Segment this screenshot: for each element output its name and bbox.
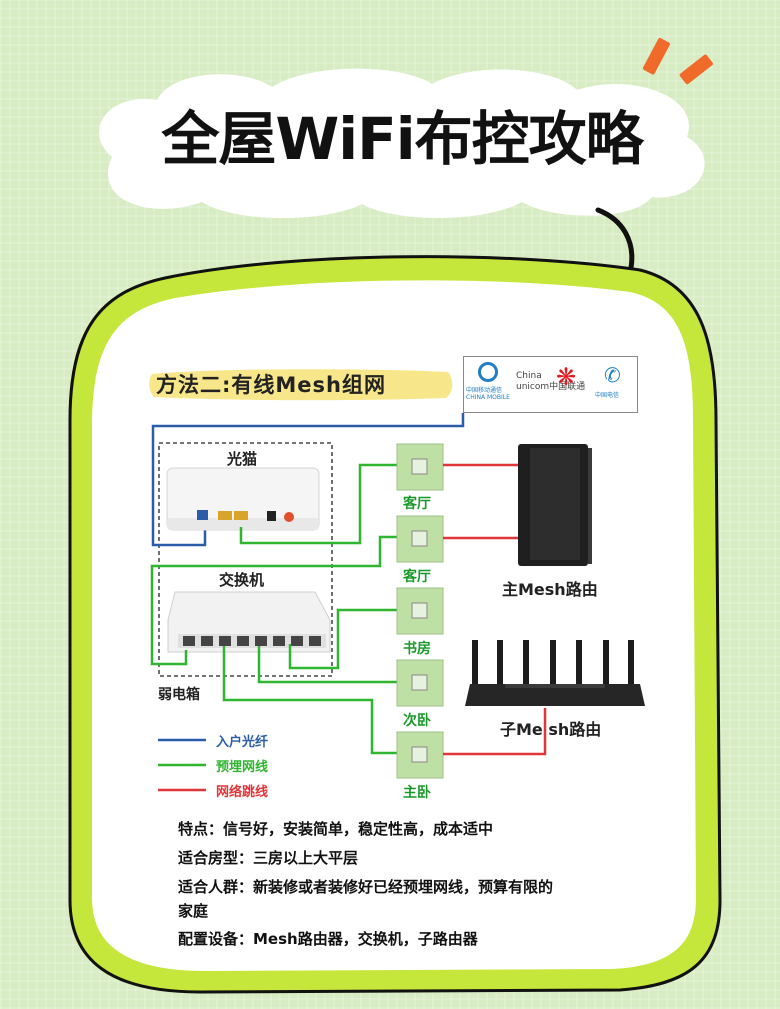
cable-switch-to-second xyxy=(257,646,398,684)
legend-cable-label: 预埋网线 xyxy=(216,760,269,775)
telecom-cn: 中国电信 xyxy=(595,392,620,399)
fiber-line xyxy=(151,413,465,547)
jumper-lines xyxy=(443,463,547,756)
weak-current-box-outline xyxy=(158,442,333,677)
china-unicom-logo: China unicom中国联通 ❋ xyxy=(514,357,594,412)
room-label-3: 书房 xyxy=(403,641,431,657)
cable-switch-to-study xyxy=(288,608,398,670)
jumper-sub xyxy=(443,708,547,756)
china-unicom-text: China unicom中国联通 xyxy=(516,371,585,393)
china-mobile-cn: 中国移动通信 xyxy=(466,387,503,394)
wall-panel-3 xyxy=(396,587,444,635)
china-mobile-text: 中国移动通信 CHINA MOBILE xyxy=(466,387,510,401)
unicom-knot-icon: ❋ xyxy=(556,363,577,391)
switch-ports xyxy=(183,636,321,646)
room-label-2: 客厅 xyxy=(403,569,431,585)
wall-panel-1 xyxy=(396,443,444,491)
cable-switch-to-modem xyxy=(150,535,398,666)
info-equipment: 配置设备：Mesh路由器，交换机，子路由器 xyxy=(178,930,478,948)
cable-modem-to-livingroom1 xyxy=(239,463,398,545)
page-title: 全屋WiFi布控攻略 xyxy=(161,105,643,173)
room-label-4: 次卧 xyxy=(403,713,431,729)
unicom-line1: China xyxy=(516,371,542,381)
china-telecom-text: 中国电信 xyxy=(595,390,619,399)
modem-lan-port-2 xyxy=(234,511,248,520)
wall-panels xyxy=(396,443,444,779)
china-mobile-en: CHINA MOBILE xyxy=(466,394,510,401)
accent-stroke-1 xyxy=(642,37,670,75)
method-title-highlight xyxy=(149,369,453,401)
modem-label: 光猫 xyxy=(227,450,258,468)
legend-jumper-label: 网络跳线 xyxy=(216,785,269,800)
accent-stroke-2 xyxy=(679,54,713,85)
sub-router-label: 子Me sh路由 xyxy=(500,720,602,739)
sub-mesh-router xyxy=(465,640,645,706)
wall-panel-2 xyxy=(396,515,444,563)
modem-lan-port-1 xyxy=(218,511,232,520)
modem-button xyxy=(284,512,294,522)
china-telecom-logo: ✆ 中国电信 xyxy=(592,357,637,412)
legend-fiber-label: 入户光纤 xyxy=(216,735,269,750)
china-mobile-icon xyxy=(478,362,498,382)
wall-panel-4 xyxy=(396,659,444,707)
isp-logos-box: 中国移动通信 CHINA MOBILE China unicom中国联通 ❋ ✆… xyxy=(463,356,638,413)
method-title: 方法二:有线Mesh组网 xyxy=(156,373,386,397)
wall-panel-5 xyxy=(396,731,444,779)
weak-box-label: 弱电箱 xyxy=(158,687,200,703)
main-router-label: 主Mesh路由 xyxy=(502,580,598,599)
modem-device xyxy=(166,467,320,531)
switch-label: 交换机 xyxy=(219,571,265,589)
info-audience-line2: 家庭 xyxy=(178,902,209,920)
info-house-type: 适合房型：三房以上大平层 xyxy=(178,849,359,867)
modem-fiber-port xyxy=(197,510,208,520)
unicom-line2: unicom中国联通 xyxy=(516,382,586,392)
switch-device xyxy=(167,591,331,653)
room-label-5: 主卧 xyxy=(403,785,431,801)
title-cloud xyxy=(99,68,705,219)
room-label-1: 客厅 xyxy=(403,496,431,512)
info-features: 特点：信号好，安装简单，稳定性高，成本适中 xyxy=(178,820,494,838)
cable-switch-to-master xyxy=(222,646,398,755)
cable-lines xyxy=(150,463,398,755)
main-mesh-router xyxy=(518,444,592,566)
china-telecom-icon: ✆ xyxy=(604,363,621,387)
modem-power-port xyxy=(267,511,276,521)
china-mobile-logo: 中国移动通信 CHINA MOBILE xyxy=(464,357,516,412)
info-audience-line1: 适合人群：新装修或者装修好已经预埋网线，预算有限的 xyxy=(178,878,554,896)
